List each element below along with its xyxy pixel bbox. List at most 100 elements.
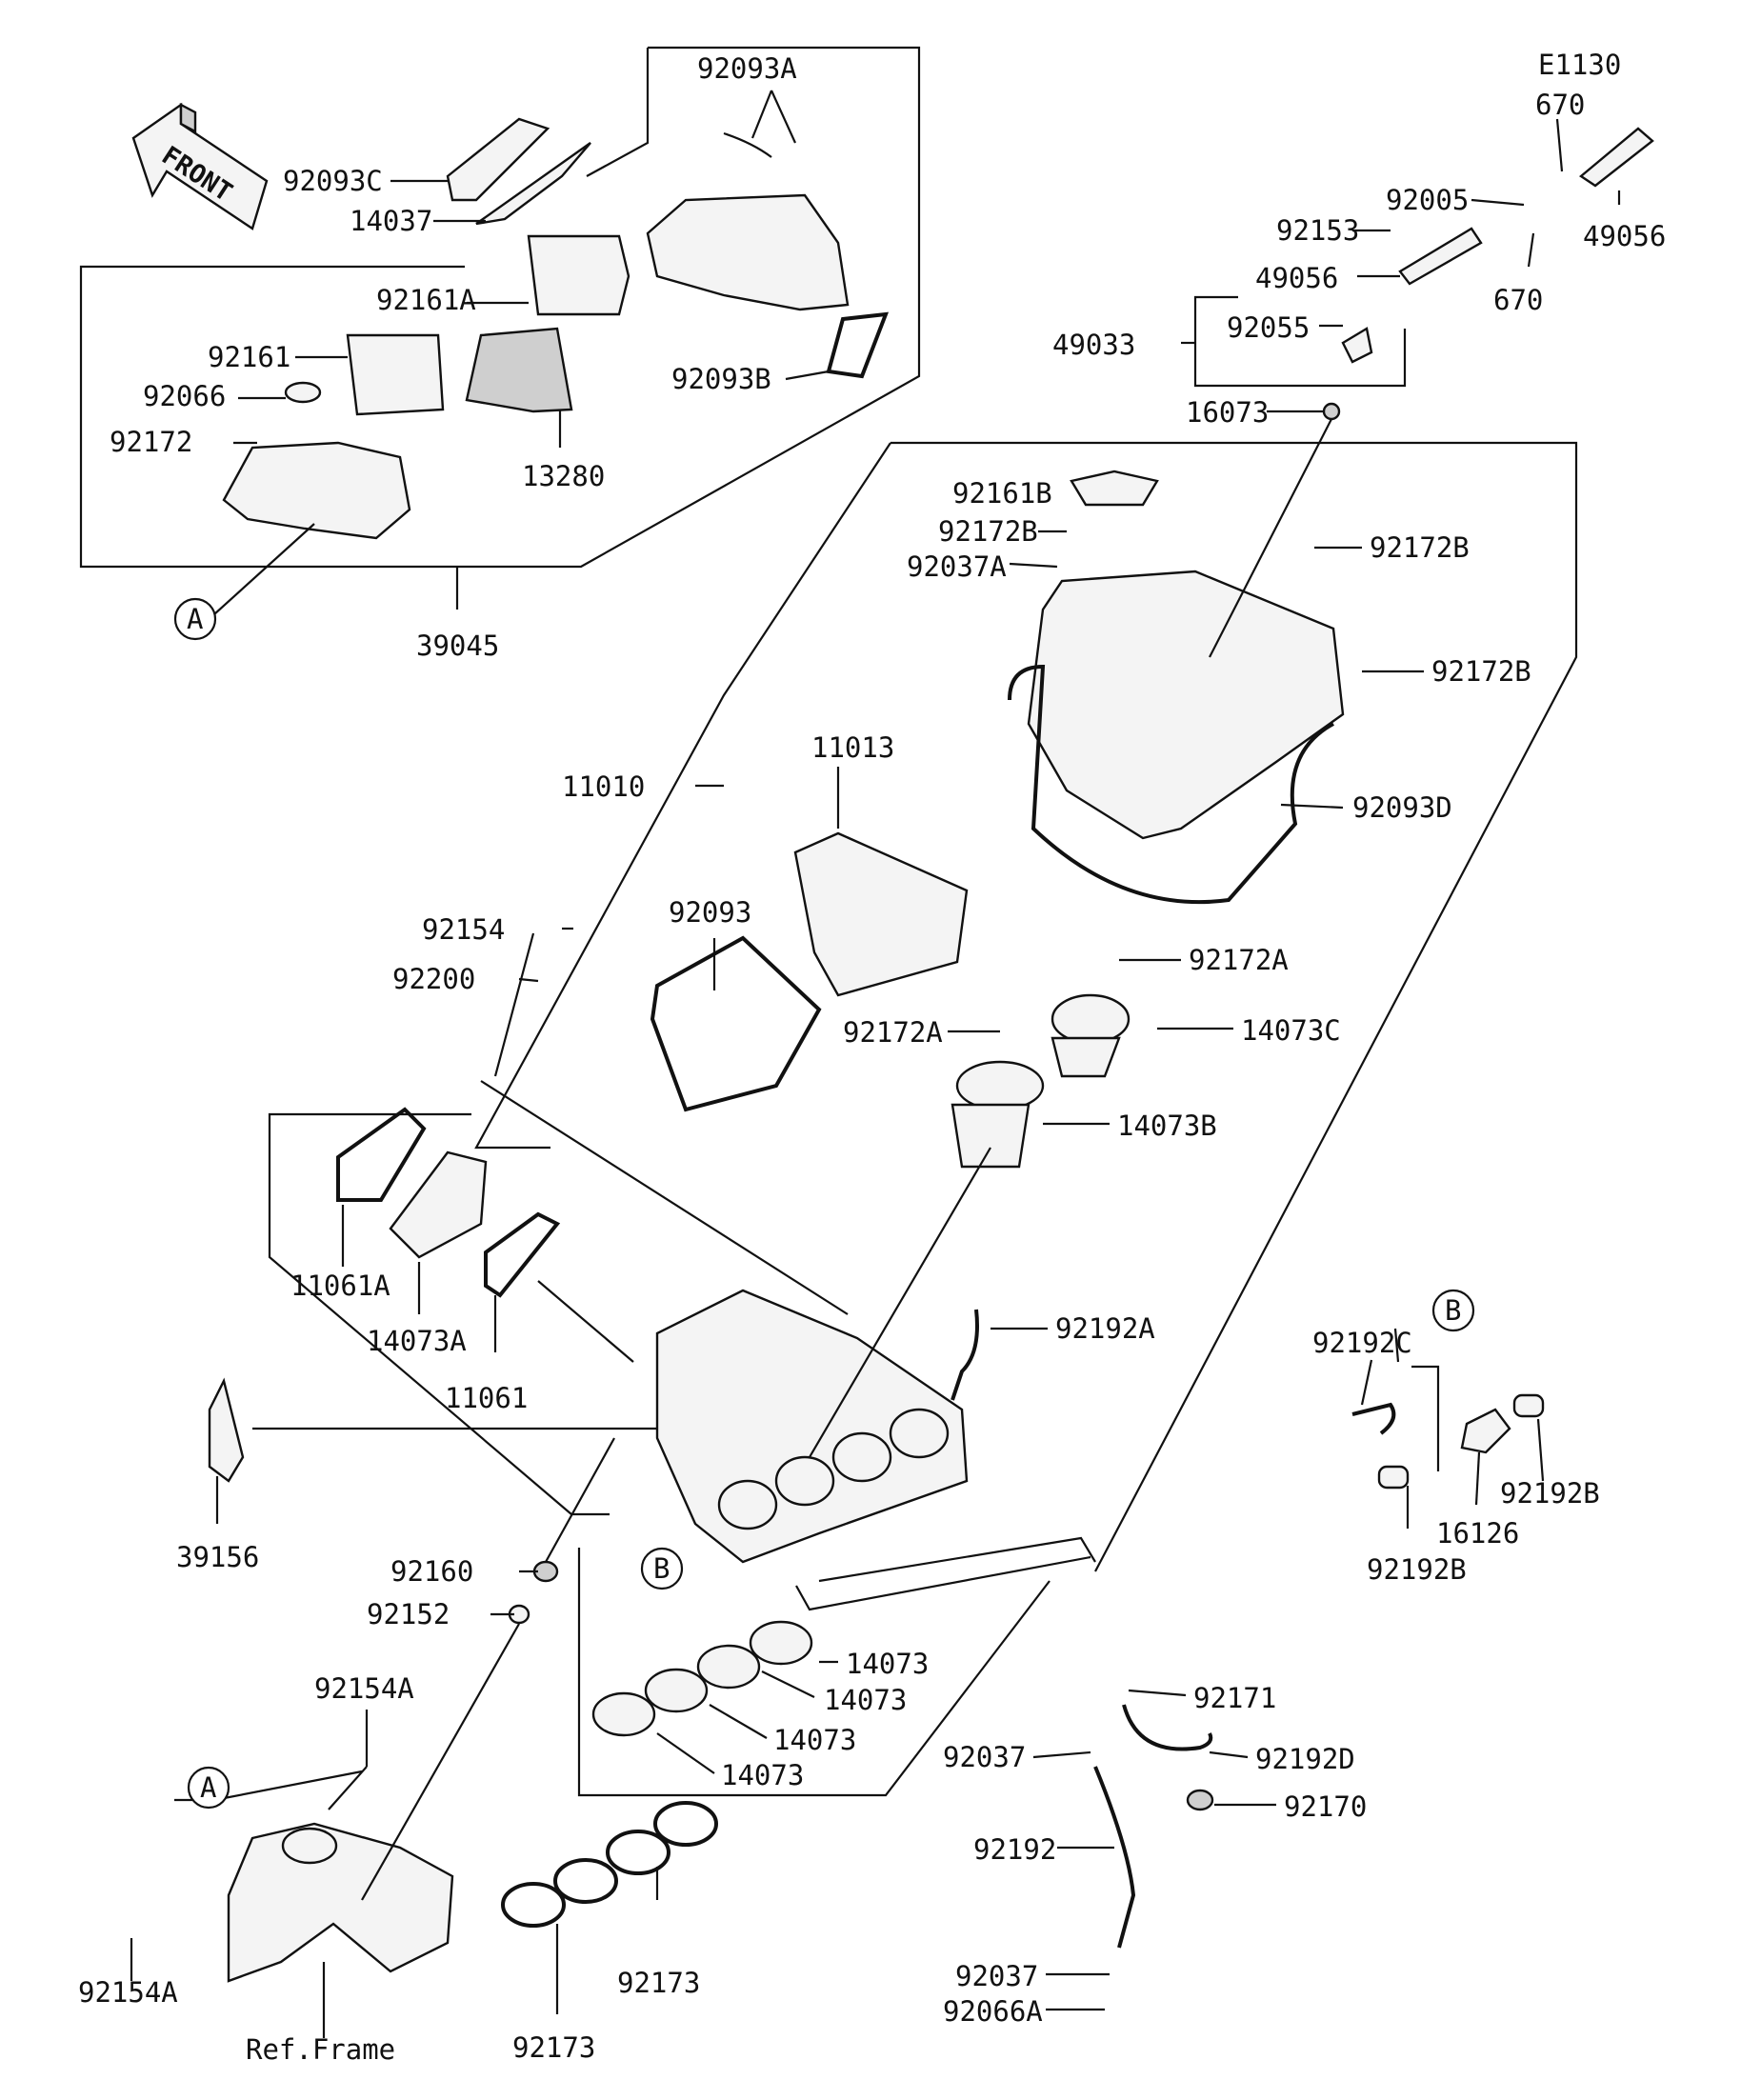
filter-pad-92161 <box>346 333 445 416</box>
label-92172: 92172 <box>110 426 192 458</box>
label-11061A: 11061A <box>290 1270 390 1302</box>
label-92192C: 92192C <box>1312 1327 1412 1359</box>
frame-cover-ref <box>227 1822 454 1983</box>
leader-lines <box>130 90 1621 2038</box>
boots-14073 <box>591 1620 813 1737</box>
clamps-92173 <box>501 1801 718 1928</box>
label-92192D: 92192D <box>1255 1743 1355 1775</box>
filter-pad-92161A <box>527 234 630 316</box>
label-92192A: 92192A <box>1055 1312 1155 1345</box>
callout-B-valve: B <box>1431 1289 1475 1332</box>
label-92192B-right: 92192B <box>1500 1477 1600 1510</box>
cap-92066 <box>284 381 322 404</box>
injector <box>1322 327 1373 421</box>
clip-92170 <box>1186 1789 1214 1811</box>
label-14073B: 14073B <box>1117 1110 1217 1142</box>
gasket-92093B <box>826 311 890 379</box>
hose-92192A <box>951 1309 979 1401</box>
label-92093B: 92093B <box>671 363 771 395</box>
label-49056-left: 49056 <box>1255 262 1338 294</box>
housing-39045-lower <box>222 441 411 540</box>
label-92037-2: 92037 <box>955 1960 1038 1992</box>
fuel-rail-49056 <box>1398 127 1654 286</box>
label-14073-1: 14073 <box>846 1648 929 1680</box>
label-92093A: 92093A <box>697 52 797 85</box>
callout-B-airbox-label: B <box>653 1552 670 1585</box>
callout-A-upper-label: A <box>187 603 203 635</box>
hose-92192 <box>1093 1766 1136 1949</box>
label-14073C: 14073C <box>1241 1014 1341 1047</box>
label-92066A: 92066A <box>943 1995 1043 2028</box>
label-16073: 16073 <box>1186 396 1269 429</box>
label-13280: 13280 <box>522 460 605 492</box>
label-92161B: 92161B <box>952 477 1052 510</box>
pad-14037 <box>475 142 591 226</box>
label-92055: 92055 <box>1227 311 1310 344</box>
label-92192B-left: 92192B <box>1367 1553 1467 1586</box>
label-92171: 92171 <box>1193 1682 1276 1714</box>
element-13280 <box>465 327 573 413</box>
plate-39156 <box>208 1377 245 1483</box>
front-arrow: FRONT <box>131 102 269 230</box>
label-39156: 39156 <box>176 1541 259 1573</box>
label-92093C: 92093C <box>283 165 383 197</box>
label-92170: 92170 <box>1284 1790 1367 1823</box>
funnel-14073B <box>951 1060 1045 1169</box>
label-92152: 92152 <box>367 1598 450 1630</box>
label-92037A: 92037A <box>907 550 1007 583</box>
label-92172B-3: 92172B <box>1431 655 1531 688</box>
label-39045: 39045 <box>416 630 499 662</box>
funnel-14073C <box>1051 993 1131 1078</box>
label-92153: 92153 <box>1276 214 1359 247</box>
valve-16126 <box>1351 1393 1545 1490</box>
label-92172A-2: 92172A <box>843 1016 943 1049</box>
label-14073-3: 14073 <box>773 1724 856 1756</box>
part-labels: E1130 92093A 92093C 14037 92161A 92161 9… <box>78 49 1666 2066</box>
upper-airbox-11010 <box>1008 570 1345 905</box>
callout-B-airbox: B <box>640 1547 684 1590</box>
air-duct-cover-92093C <box>446 117 550 202</box>
label-92154A-upper: 92154A <box>314 1672 414 1705</box>
label-92005: 92005 <box>1386 184 1469 216</box>
label-49056-right: 49056 <box>1583 220 1666 252</box>
label-92093D: 92093D <box>1352 791 1452 824</box>
callout-A-upper: A <box>173 597 217 641</box>
label-16126: 16126 <box>1436 1517 1519 1550</box>
label-92160: 92160 <box>390 1555 473 1588</box>
label-92037-1: 92037 <box>943 1741 1026 1773</box>
label-92200: 92200 <box>392 963 475 995</box>
label-14037: 14037 <box>350 205 432 237</box>
label-14073-2: 14073 <box>824 1684 907 1716</box>
gasket-11061A <box>336 1107 427 1202</box>
label-ref-frame: Ref.Frame <box>246 2033 395 2066</box>
label-670-top: 670 <box>1535 89 1585 121</box>
callout-A-lower: A <box>187 1766 230 1810</box>
label-92192: 92192 <box>973 1833 1056 1866</box>
label-11061: 11061 <box>445 1382 528 1414</box>
airbox-lower <box>655 1289 969 1564</box>
label-92173-lower: 92173 <box>512 2031 595 2064</box>
duct-14073A <box>389 1150 488 1259</box>
duct-upper <box>646 131 850 311</box>
callout-A-lower-label: A <box>200 1771 216 1804</box>
gasket-92093 <box>650 935 822 1112</box>
plate-92161B <box>1070 470 1159 507</box>
callout-B-valve-label: B <box>1445 1294 1461 1327</box>
label-49033: 49033 <box>1052 329 1135 361</box>
label-14073A: 14073A <box>367 1325 467 1357</box>
label-670-bottom: 670 <box>1493 284 1543 316</box>
hose-92192D <box>1122 1704 1213 1751</box>
label-92066: 92066 <box>143 380 226 412</box>
label-92173-right: 92173 <box>617 1967 700 1999</box>
label-92093: 92093 <box>669 896 751 929</box>
label-92172B-1: 92172B <box>938 515 1038 548</box>
group-frames <box>79 46 1578 1797</box>
element-11013 <box>793 831 969 997</box>
label-11010: 11010 <box>562 770 645 803</box>
label-92161: 92161 <box>208 341 290 373</box>
label-92172A-1: 92172A <box>1189 944 1289 976</box>
diagram-code: E1130 <box>1538 49 1621 81</box>
label-14073-4: 14073 <box>721 1759 804 1791</box>
label-92161A: 92161A <box>376 284 476 316</box>
